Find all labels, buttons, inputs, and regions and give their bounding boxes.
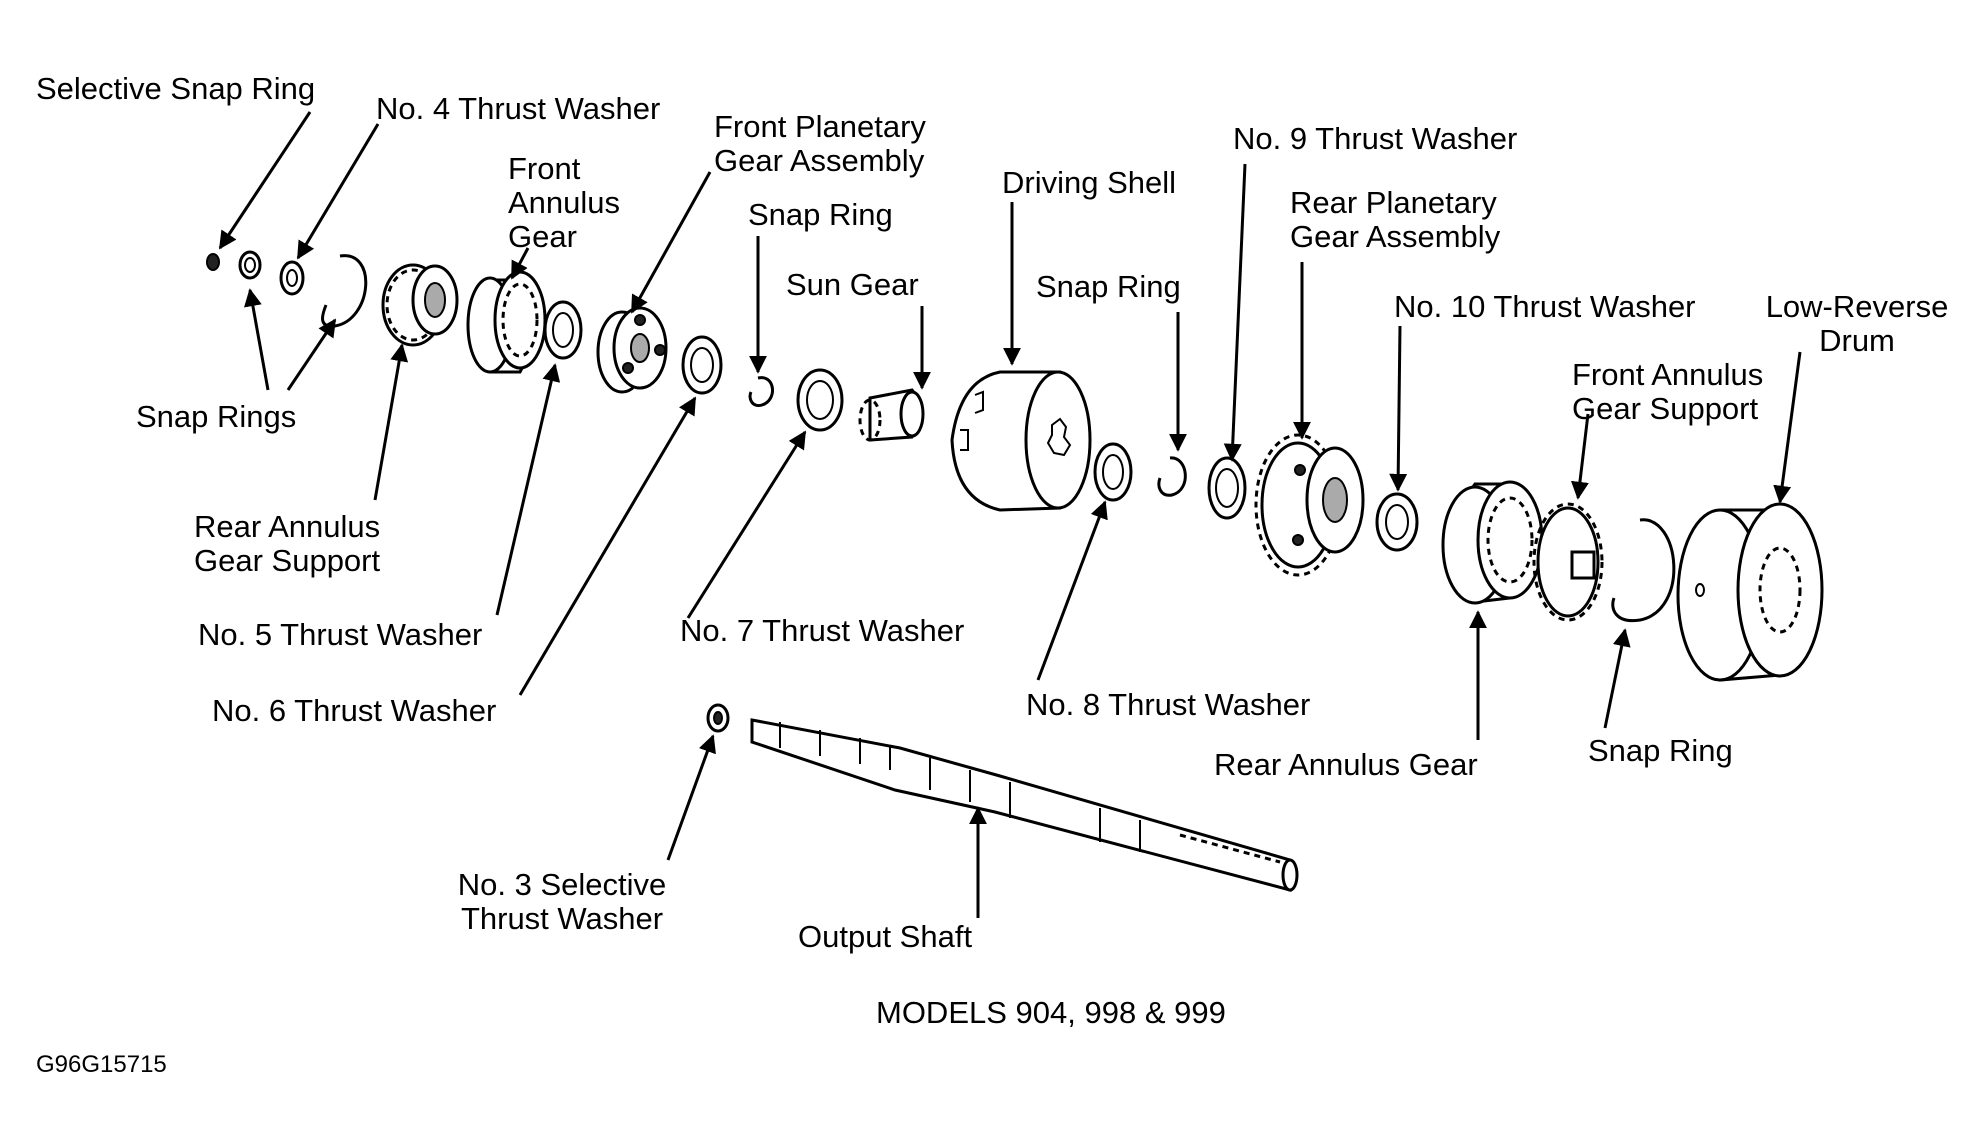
snap-ring-upper-part xyxy=(748,376,774,408)
no9-thrust-washer-part xyxy=(1207,456,1247,520)
no3-selective-thrust-washer-part xyxy=(706,703,730,733)
label-driving-shell: Driving Shell xyxy=(1002,165,1177,200)
rear-annulus-gear-part xyxy=(1441,480,1544,605)
label-snap-ring-lower: Snap Ring xyxy=(1588,733,1733,768)
label-rear-annulus-gear: Rear Annulus Gear xyxy=(1214,747,1478,782)
no6-thrust-washer-part xyxy=(681,335,723,395)
label-no4-thrust-washer: No. 4 Thrust Washer xyxy=(376,91,661,126)
selective-snap-ring-part xyxy=(206,253,220,271)
label-front-annulus-gear: Front Annulus Gear xyxy=(508,151,621,254)
label-front-annulus-gear-support: Front Annulus Gear Support xyxy=(1572,357,1764,426)
caption: MODELS 904, 998 & 999 xyxy=(876,995,1226,1030)
no5-thrust-washer-part xyxy=(543,300,583,360)
label-snap-ring-upper: Snap Ring xyxy=(748,197,893,232)
figure-code: G96G15715 xyxy=(36,1051,167,1078)
driving-shell-part xyxy=(950,370,1092,512)
label-snap-rings: Snap Rings xyxy=(136,399,297,434)
label-no10-thrust-washer: No. 10 Thrust Washer xyxy=(1394,289,1696,324)
label-no3-selective-thrust-washer: No. 3 Selective Thrust Washer xyxy=(457,867,667,936)
no8-thrust-washer-part xyxy=(1093,442,1133,502)
label-selective-snap-ring: Selective Snap Ring xyxy=(36,71,316,106)
label-no8-thrust-washer: No. 8 Thrust Washer xyxy=(1026,687,1311,722)
label-no5-thrust-washer: No. 5 Thrust Washer xyxy=(198,617,483,652)
output-shaft-part xyxy=(750,718,1299,892)
label-snap-ring-middle: Snap Ring xyxy=(1036,269,1181,304)
snap-ring-lower-part xyxy=(1611,518,1676,623)
sun-gear-part xyxy=(858,388,925,442)
no4-thrust-washer-part xyxy=(279,260,305,296)
snap-ring-large-part xyxy=(321,254,368,328)
no7-thrust-washer-part xyxy=(796,368,844,432)
label-front-planetary-gear-assembly: Front Planetary Gear Assembly xyxy=(714,109,926,178)
label-sun-gear: Sun Gear xyxy=(786,267,919,302)
label-no6-thrust-washer: No. 6 Thrust Washer xyxy=(212,693,497,728)
label-output-shaft: Output Shaft xyxy=(798,919,973,954)
snap-ring-middle-part xyxy=(1157,456,1187,497)
label-rear-annulus-gear-support: Rear Annulus Gear Support xyxy=(194,509,381,578)
low-reverse-drum-part xyxy=(1676,502,1824,682)
label-no7-thrust-washer: No. 7 Thrust Washer xyxy=(680,613,965,648)
front-planetary-gear-assembly-part xyxy=(596,306,668,394)
label-low-reverse-drum: Low-Reverse Drum xyxy=(1765,289,1949,358)
rear-annulus-gear-support-part xyxy=(381,263,459,347)
leader-lines xyxy=(218,111,1802,918)
front-annulus-gear-support-part xyxy=(1532,502,1604,622)
rear-planetary-gear-assembly-part xyxy=(1254,433,1365,577)
no10-thrust-washer-part xyxy=(1375,492,1419,552)
front-annulus-gear-part xyxy=(466,270,547,374)
label-rear-planetary-gear-assembly: Rear Planetary Gear Assembly xyxy=(1290,185,1501,254)
label-no9-thrust-washer: No. 9 Thrust Washer xyxy=(1233,121,1518,156)
snap-ring-small-part xyxy=(238,250,262,280)
